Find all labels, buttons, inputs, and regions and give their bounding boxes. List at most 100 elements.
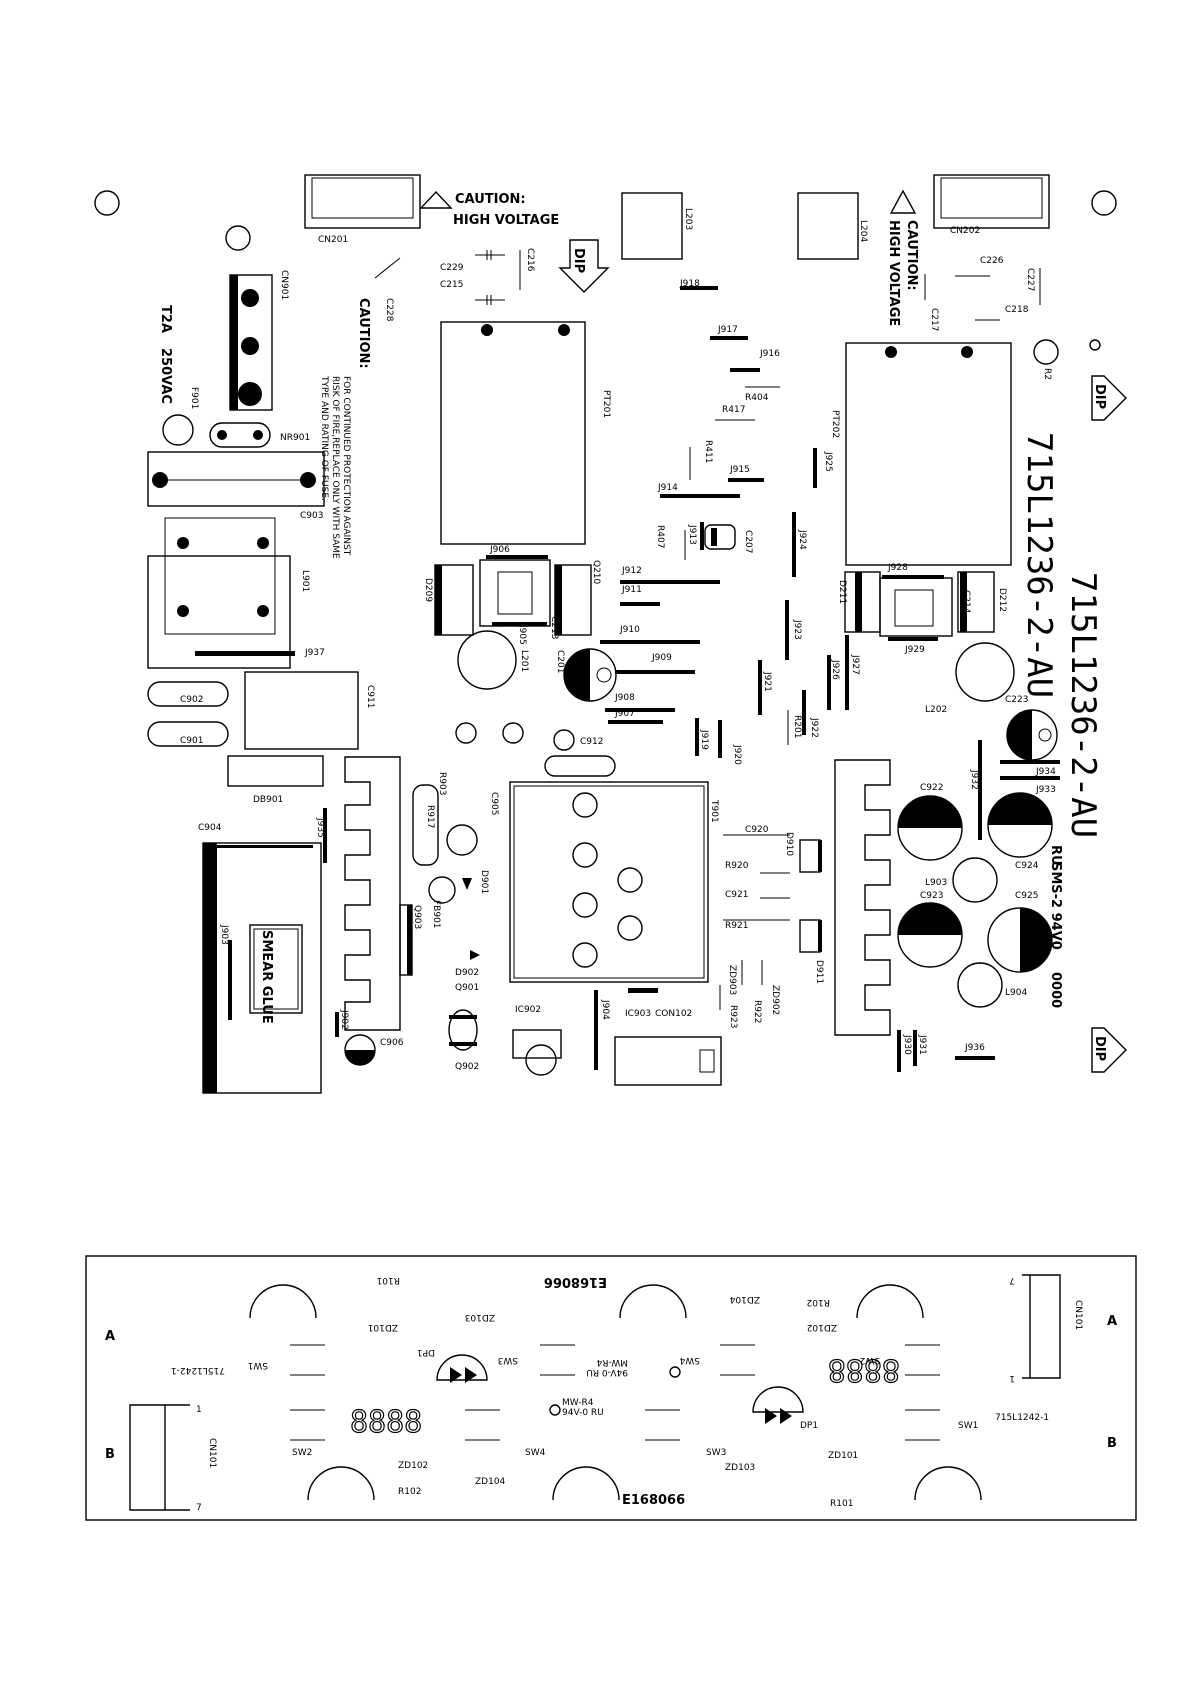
label-c906: C906 [380,1038,404,1048]
label-j924: J924 [797,529,807,550]
pin-number-1: 1 [196,1405,202,1415]
label-j905: J905 [517,624,527,645]
capacitor-c902 [147,681,229,707]
label-j915: J915 [729,465,750,475]
label-j902: J902 [339,1009,349,1030]
kb-label-dp1-bottom: DP1 [800,1421,818,1431]
label-r411: R411 [703,440,713,463]
led-dp1-bottom [752,1386,804,1413]
kb-label-sw4-top: SW4 [679,1355,700,1365]
board-code-top: 715L1242-1 [171,1365,225,1375]
label-j918: J918 [679,279,700,289]
kb-label-zd104-bottom: ZD104 [475,1477,506,1487]
caution-right-title: CAUTION: [904,220,919,291]
connector-con102 [614,1036,722,1086]
label-ic903: IC903 [625,1009,651,1019]
kb-label-zd104-top: ZD104 [729,1294,760,1304]
label-j931: J931 [917,1034,927,1055]
label-j913: J913 [687,524,697,545]
label-c228: C228 [384,298,394,322]
pin-number-7: 7 [196,1503,202,1513]
label-ic902: IC902 [515,1005,541,1015]
label-d211: D211 [837,580,847,604]
edge-label-a-right: A [1107,1314,1117,1329]
label-d910: D910 [784,832,794,856]
fuse-rating-voltage: 250VAC [158,348,173,404]
kb-label-cn101-top: CN101 [1073,1300,1083,1330]
label-r903: R903 [437,772,447,795]
label-r201: R201 [792,715,802,738]
label-t901: T901 [709,799,719,823]
label-cn202: CN202 [950,226,980,236]
heatsink-secondary [834,759,891,1036]
transformer-pt202 [845,342,1012,566]
kb-label-r102-bottom: R102 [398,1487,421,1497]
key-board-labels: A A B B E168066 E168066 715L1242-1 715L1… [105,1274,1117,1513]
label-c905: C905 [489,792,499,815]
label-j933: J933 [1035,785,1056,795]
inductor-l903 [952,857,998,903]
cert-bottom-1: MW-R4 [562,1398,594,1408]
label-r917: R917 [425,805,435,828]
kb-label-zd103-top: ZD103 [465,1312,495,1322]
cert-top-2: 94V-0 RU [586,1367,628,1377]
ic-ic902 [512,1029,562,1059]
inductor-l204 [797,192,859,260]
high-voltage-warning-icon [889,189,917,214]
label-r417: R417 [722,405,745,415]
edge-label-a-left: A [105,1329,115,1344]
label-r922: R922 [752,1000,762,1023]
inductor-l904 [957,962,1003,1008]
kb-label-r101-top: R101 [377,1275,400,1285]
label-c226: C226 [980,256,1004,266]
connector-cn101-bottom [129,1404,190,1511]
pin-number-1-top: 1 [1009,1373,1015,1383]
kb-label-cn101-bottom: CN101 [207,1438,217,1468]
certification-prefix: RU [1048,845,1063,866]
label-j910: J910 [619,625,640,635]
label-c921: C921 [725,890,748,900]
label-f901: F901 [189,387,199,409]
seven-segment-display-top: 8888 [828,1352,900,1387]
kb-label-sw4-bottom: SW4 [525,1448,546,1458]
bridge-rectifier-db901 [227,755,324,787]
label-j923: J923 [792,619,802,640]
choke-l901 [147,555,291,669]
label-c214: C214 [961,590,971,614]
mounting-hole-icon [455,722,477,744]
certification-label: SMS-2 94V0 [1048,862,1063,950]
label-c223: C223 [1005,695,1028,705]
label-j930: J930 [902,1034,912,1055]
kb-label-zd102-bottom: ZD102 [398,1461,428,1471]
fuse-note-line-3: TYPE AND RATING OF FUSE. [319,375,329,501]
capacitor-c903 [147,451,325,507]
ul-code-top: E168066 [544,1274,607,1289]
label-j926: J926 [830,659,840,680]
fuse-note-title: CAUTION: [356,298,371,369]
label-c201: C201 [555,650,565,673]
label-nr901: NR901 [280,433,310,443]
label-j903: J903 [219,924,229,945]
label-d902: D902 [455,968,479,978]
fuse-note-line-1: FOR CONTINUED PROTECTION AGAINST [341,376,351,556]
pin-number-7-top: 7 [1009,1275,1015,1285]
label-c904: C904 [198,823,222,833]
label-j904: J904 [600,999,610,1020]
mounting-hole-icon [94,190,120,216]
kb-label-sw3-bottom: SW3 [706,1448,726,1458]
label-c215: C215 [440,280,463,290]
caution-left-title: CAUTION: [455,192,526,207]
label-j908: J908 [614,693,635,703]
label-c217: C217 [929,308,939,331]
label-l201: L201 [519,650,529,672]
mounting-hole-icon [553,729,575,751]
label-j925: J925 [823,451,833,472]
cert-bottom-2: 94V-0 RU [562,1408,604,1418]
label-j906: J906 [489,545,510,555]
led-dp1-top [436,1354,488,1381]
heatsink-primary [344,756,401,1031]
inductor-l201 [457,630,517,690]
label-j917: J917 [717,325,738,335]
